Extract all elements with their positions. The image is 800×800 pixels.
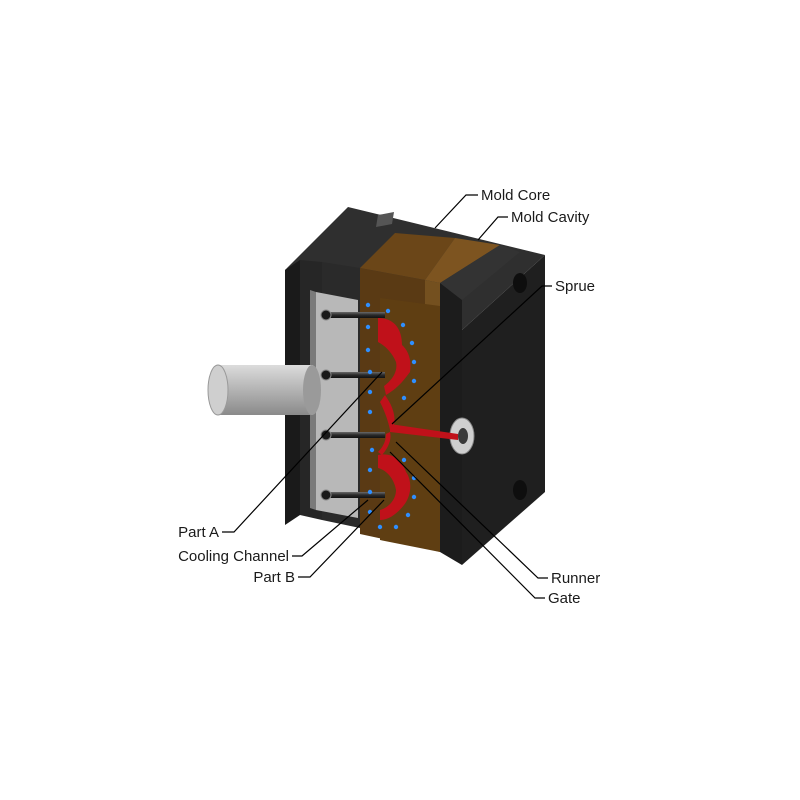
cooling-dot <box>367 409 373 415</box>
leader-mold-core <box>434 194 478 229</box>
ejector-rod <box>325 312 385 318</box>
mounting-hole-bottom <box>513 480 527 500</box>
leader-mold-cavity <box>477 216 508 241</box>
cooling-dot <box>393 524 399 530</box>
label-mold-cavity: Mold Cavity <box>511 209 590 226</box>
leader-cooling-channel <box>292 499 369 557</box>
cooling-dot <box>365 347 371 353</box>
ejector-shaft <box>207 364 321 416</box>
leader-runner <box>395 441 548 579</box>
cooling-dot <box>411 359 417 365</box>
cooling-dot <box>367 489 373 495</box>
sprue-shape <box>390 424 458 440</box>
label-cooling-channel: Cooling Channel <box>178 548 289 565</box>
part-a-shape <box>378 318 411 395</box>
ejector-rod <box>325 492 385 498</box>
cooling-dot <box>369 447 375 453</box>
leader-sprue <box>391 285 552 425</box>
cooling-dot <box>367 369 373 375</box>
cooling-dot <box>405 512 411 518</box>
ejector-rod <box>325 432 385 438</box>
cooling-dot <box>411 378 417 384</box>
cooling-dot <box>385 308 391 314</box>
label-gate: Gate <box>548 590 581 607</box>
cooling-dot <box>401 457 407 463</box>
sprue-bushing-hole <box>458 428 468 444</box>
label-sprue: Sprue <box>555 278 595 295</box>
ejector-rod-head <box>320 489 332 501</box>
mounting-hole-top <box>513 273 527 293</box>
leader-part-a <box>222 371 383 533</box>
leader-part-b <box>298 499 385 578</box>
cooling-dot <box>377 524 383 530</box>
cooling-dot <box>401 395 407 401</box>
fixed-clamp-top <box>440 245 520 300</box>
mold-cavity-top <box>425 238 500 283</box>
cooling-dot <box>367 389 373 395</box>
leader-lines <box>222 194 552 599</box>
ejector-rods <box>320 309 385 501</box>
ejector-rod <box>325 372 385 378</box>
leader-gate <box>389 451 545 599</box>
cooling-dot <box>367 467 373 473</box>
label-part-b: Part B <box>253 569 295 586</box>
ejector-rod-head <box>320 309 332 321</box>
lower-runner-shape <box>378 432 391 455</box>
mold-assembly <box>207 207 545 565</box>
callout-labels: Mold Core Mold Cavity Sprue Part A Cooli… <box>178 187 600 607</box>
label-runner: Runner <box>551 570 600 587</box>
runner-shape <box>380 395 395 430</box>
cooling-dot <box>409 340 415 346</box>
mold-top-slot <box>376 212 394 227</box>
label-mold-core: Mold Core <box>481 187 550 204</box>
label-part-a: Part A <box>178 524 219 541</box>
cooling-dot <box>411 494 417 500</box>
cooling-dot <box>365 324 371 330</box>
mold-cavity-face <box>380 298 440 552</box>
mold-core-top <box>360 233 455 280</box>
cooling-dot <box>365 302 371 308</box>
fixed-clamp-plate <box>440 283 462 565</box>
ejector-plate <box>316 292 358 518</box>
ejector-rod-head <box>320 429 332 441</box>
ejector-rod-head <box>320 369 332 381</box>
cooling-dot <box>400 322 406 328</box>
part-b-shape <box>378 454 411 520</box>
